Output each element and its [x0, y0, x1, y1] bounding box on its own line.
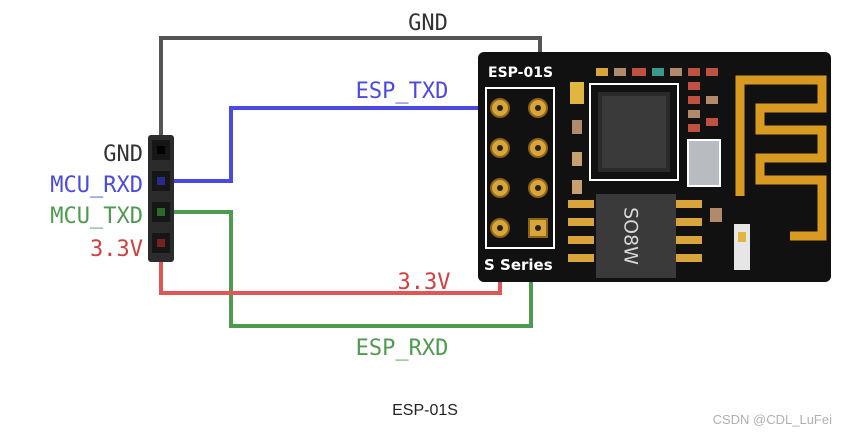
esp01s-board: SO8W ESP-01S S Series [478, 52, 831, 282]
mcu-33v-label: 3.3V [90, 237, 143, 262]
so8w-chip: SO8W [568, 194, 702, 278]
mcu-txd-label: MCU_TXD [50, 204, 143, 229]
mcu-header [148, 135, 174, 262]
board-model-label: ESP-01S [488, 65, 553, 81]
board-series-label: S Series [484, 256, 553, 274]
mcu-gnd-label: GND [103, 142, 143, 167]
esp-txd-label: ESP_TXD [356, 79, 449, 104]
wire-rxd [161, 210, 533, 328]
chip-marking: SO8W [620, 207, 642, 265]
esp-rxd-label: ESP_RXD [356, 336, 449, 361]
mcu-rxd-label: MCU_RXD [50, 173, 143, 198]
wire-txd [161, 106, 500, 183]
crystal [687, 139, 721, 187]
smd-parts [570, 68, 750, 270]
antenna-trace [735, 75, 827, 241]
figure-caption: ESP-01S [392, 402, 458, 419]
v33-mid-label: 3.3V [398, 270, 451, 295]
gnd-top-label: GND [408, 11, 448, 36]
watermark: CSDN @CDL_LuFei [712, 412, 832, 427]
main-chip [589, 83, 679, 181]
